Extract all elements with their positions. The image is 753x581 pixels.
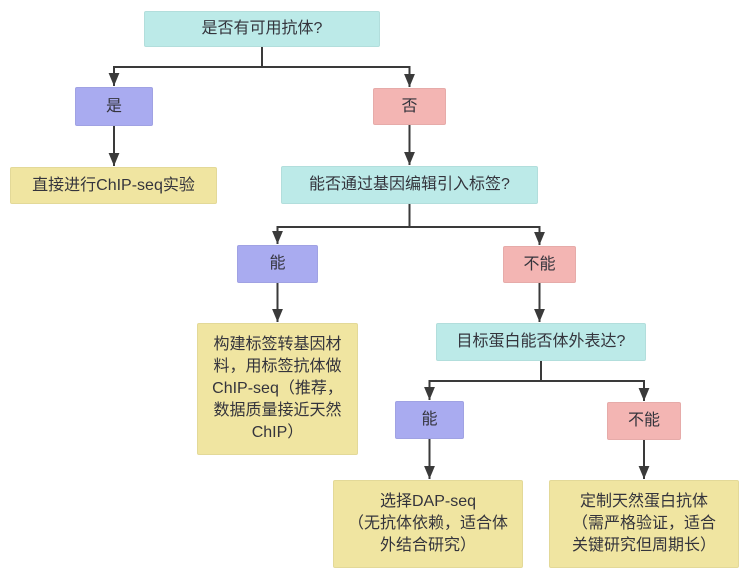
decision-gene-editing-tag: 能否通过基因编辑引入标签?	[281, 166, 538, 204]
result-tagged-transgenic-chipseq: 构建标签转基因材 料，用标签抗体做 ChIP-seq（推荐， 数据质量接近天然 …	[197, 323, 358, 455]
connector-q1-no	[262, 66, 415, 87]
branch-cannot-tag: 不能	[503, 246, 576, 283]
branch-no: 否	[373, 88, 446, 125]
result-custom-native-antibody: 定制天然蛋白抗体 （需严格验证，适合 关键研究但周期长）	[549, 480, 739, 568]
branch-cannot-express: 不能	[607, 402, 681, 440]
branch-can-tag: 能	[237, 245, 318, 283]
connector-q3-can	[424, 361, 542, 400]
decision-antibody-available: 是否有可用抗体?	[144, 11, 380, 47]
result-direct-chipseq: 直接进行ChIP-seq实验	[10, 167, 217, 204]
connector-q2-cannot	[409, 226, 545, 245]
decision-in-vitro-expression: 目标蛋白能否体外表达?	[436, 323, 646, 361]
result-dap-seq: 选择DAP-seq （无抗体依赖，适合体 外结合研究）	[333, 480, 523, 568]
branch-can-express: 能	[395, 401, 464, 439]
connector-q1-yes	[108, 47, 263, 86]
branch-yes: 是	[75, 87, 153, 126]
connector-q3-cannot	[541, 380, 650, 401]
connector-q2-can	[272, 204, 411, 244]
